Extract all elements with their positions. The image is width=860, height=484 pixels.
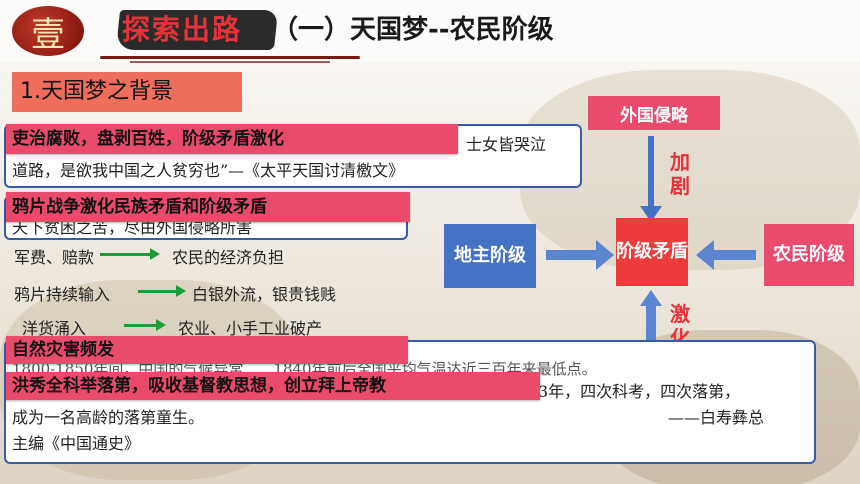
arrow-right-icon [100,248,160,260]
effect-label: 白银外流，银贵钱贱 [192,285,337,304]
arrow-left-icon [712,250,756,260]
arrow-right-icon [124,319,166,331]
exam-text-source: ——白寿彝总 [668,408,765,427]
arrow-up-icon [646,306,656,340]
title-underline [100,56,360,59]
arrow-up-head [640,290,662,306]
section-label: 1.天国梦之背景 [12,72,242,112]
cause-label: 军费、赔款 [14,248,95,267]
arrow-right-icon [138,285,186,297]
page-title: （一）天国梦--农民阶级 [272,15,554,45]
exam-text-tail: 3年，四次科考，四次落第， [538,382,741,401]
opium-hidden-line: 天下贫困之苦，尽由外国侵略所害 [12,218,253,237]
quote-panel-2 [4,340,816,464]
label-intensify: 加剧 [670,150,690,198]
effect-label: 农民的经济负担 [172,248,285,267]
page-title-highlight: 探索出路 [122,13,243,46]
arrow-down-icon [648,136,654,208]
exam-text-line3: 成为一名高龄的落第童生。 [12,408,205,427]
quote-text-tail: 士女皆哭泣 [466,135,547,154]
tag-disaster: 自然灾害频发 [6,336,408,364]
cause-label: 鸦片持续输入 [14,285,111,304]
arrow-right-head [596,240,614,270]
section-seal: 壹 [12,6,84,56]
cause-label: 洋货涌入 [22,319,87,338]
effect-label: 农业、小手工业破产 [178,319,323,338]
node-landlord-class: 地主阶级 [444,224,536,288]
node-class-conflict: 阶级矛盾 [616,218,688,286]
tag-hong-xiuquan: 洪秀全科举落第，吸收基督教思想，创立拜上帝教 [6,372,540,400]
node-peasant-class: 农民阶级 [764,224,854,286]
arrow-left-head [696,240,714,270]
exam-text-line4: 主编《中国通史》 [12,434,141,453]
label-aggravate: 激化 [670,302,690,340]
title-underline-thin [130,61,330,63]
tag-opium-war: 鸦片战争激化民族矛盾和阶级矛盾 [6,192,410,222]
tag-corruption: 吏治腐败，盘剥百姓，阶级矛盾激化 [6,124,458,154]
quote-text-line2: 道路，是欲我中国之人贫穷也”—《太平天国讨清檄文》 [12,161,405,180]
arrow-right-icon [546,250,598,260]
node-foreign-invasion: 外国侵略 [588,96,720,130]
